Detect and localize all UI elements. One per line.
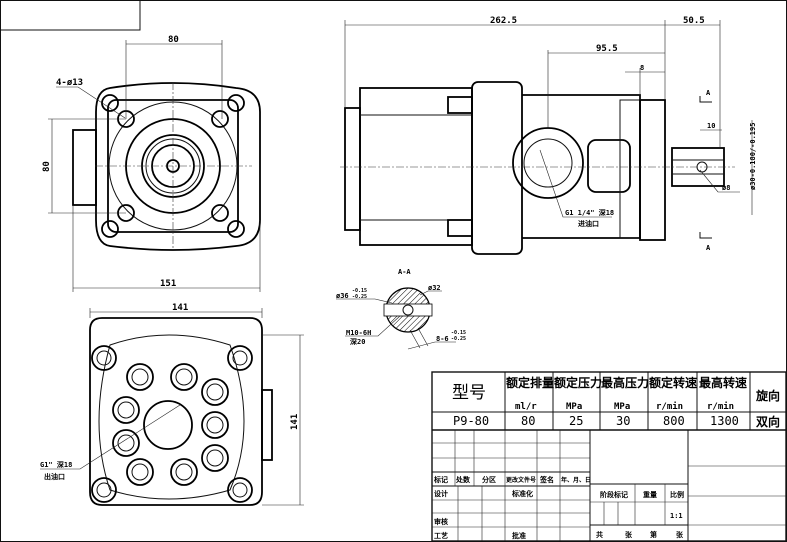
tb-sheet: 张 (676, 530, 684, 539)
unit-displacement: ml/r (515, 402, 537, 412)
header-rotation: 旋向 (755, 388, 780, 403)
tb-scale-value: 1:1 (670, 512, 683, 520)
tb-design: 设计 (434, 489, 448, 498)
tb-zone: 分区 (482, 475, 496, 484)
header-displacement: 额定排量 (506, 375, 554, 390)
value-displacement: 80 (521, 414, 535, 428)
corner-block (0, 0, 141, 31)
section-marker-bottom: A (706, 244, 711, 252)
header-max-speed: 最高转速 (699, 375, 747, 390)
unit-max-speed: r/min (707, 401, 734, 412)
section-spline: 8-6 (436, 335, 449, 343)
header-rated-speed: 额定转速 (649, 375, 697, 390)
section-view: A-A ø36 -0.15 -0.25 ø32 M10-6H 深20 8-6 -… (336, 268, 466, 350)
outlet-label: 出油口 (44, 472, 65, 481)
unit-max-pressure: MPa (614, 402, 630, 412)
section-inner-diameter: ø32 (428, 284, 441, 292)
shaft-diameter: ø30-0.180/-0.195 (749, 123, 757, 190)
dim-rear-141-h: 141 (172, 303, 188, 313)
tb-sheets: 张 (625, 530, 633, 539)
inlet-thread-label: G1 1/4" 深18 (565, 208, 614, 217)
tb-review: 审核 (434, 517, 448, 526)
rear-view: 141 141 G1" 深18 出油口 (40, 303, 304, 506)
tb-signature: 签名 (539, 475, 554, 484)
tb-stage-mark: 阶段标记 (600, 490, 628, 499)
value-rotation: 双向 (756, 414, 780, 429)
dim-shaft-key: 10 (707, 122, 715, 130)
dim-rear-141-v: 141 (290, 414, 300, 430)
unit-rated-speed: r/min (656, 401, 683, 412)
section-outer-tol-lower: -0.25 (352, 294, 367, 300)
tb-date: 年、月、日 (561, 476, 591, 484)
value-rated-pressure: 25 (569, 414, 583, 428)
section-thread: M10-6H (346, 329, 371, 337)
dim-front-151: 151 (160, 279, 176, 289)
section-spline-tol-lower: -0.25 (451, 336, 466, 342)
section-thread-depth: 深20 (350, 337, 365, 346)
dim-shaft-length: 50.5 (683, 16, 705, 26)
side-view: 262.5 50.5 95.5 8 10 ø30-0.180/-0.195 ø8… (340, 16, 757, 255)
inlet-label: 进油口 (578, 219, 599, 228)
bolt-hole-label: 4-ø13 (56, 78, 83, 88)
outlet-port (143, 400, 193, 450)
outlet-thread-label: G1" 深18 (40, 460, 72, 469)
section-spline-tol-upper: -0.15 (451, 330, 466, 336)
section-outer-diameter: ø36 (336, 292, 349, 300)
tb-count: 处数 (455, 475, 471, 484)
section-marker-top: A (706, 89, 711, 97)
header-max-pressure: 最高压力 (601, 375, 649, 390)
bolt-heads (112, 363, 229, 486)
value-max-speed: 1300 (710, 414, 739, 428)
section-title: A-A (398, 268, 411, 276)
pin-hole-label: ø8 (722, 184, 730, 192)
value-model: P9-80 (453, 414, 489, 428)
value-rated-speed: 800 (663, 414, 685, 428)
header-model: 型号 (452, 383, 486, 403)
title-block: 标记 处数 分区 更改文件号 签名 年、月、日 设计 标准化 审核 工艺 批准 … (432, 430, 786, 541)
dim-inlet-position: 95.5 (596, 44, 618, 54)
dim-length: 262.5 (490, 16, 517, 26)
tb-scale: 比例 (670, 490, 684, 499)
section-outer-tol-upper: -0.15 (352, 288, 367, 294)
corner-holes (91, 345, 253, 503)
tb-total: 共 (596, 530, 603, 539)
spec-table: 型号 额定排量 ml/r 额定压力 MPa 最高压力 MPa 额定转速 r/mi… (431, 371, 787, 542)
tb-approve: 批准 (512, 531, 526, 540)
dim-front-80-v: 80 (42, 161, 52, 172)
header-rated-pressure: 额定压力 (554, 375, 602, 390)
tb-change-doc: 更改文件号 (506, 476, 536, 484)
front-view: 80 80 151 4-ø13 (42, 35, 261, 292)
tb-mark: 标记 (433, 475, 448, 484)
dim-front-80-h: 80 (168, 35, 179, 45)
unit-rated-pressure: MPa (566, 402, 582, 412)
tb-sheet-no: 第 (650, 530, 657, 539)
dim-key: 8 (640, 64, 644, 72)
tb-weight: 重量 (643, 490, 657, 499)
tb-standardize: 标准化 (511, 489, 533, 498)
value-max-pressure: 30 (616, 414, 630, 428)
tb-process: 工艺 (434, 531, 448, 540)
